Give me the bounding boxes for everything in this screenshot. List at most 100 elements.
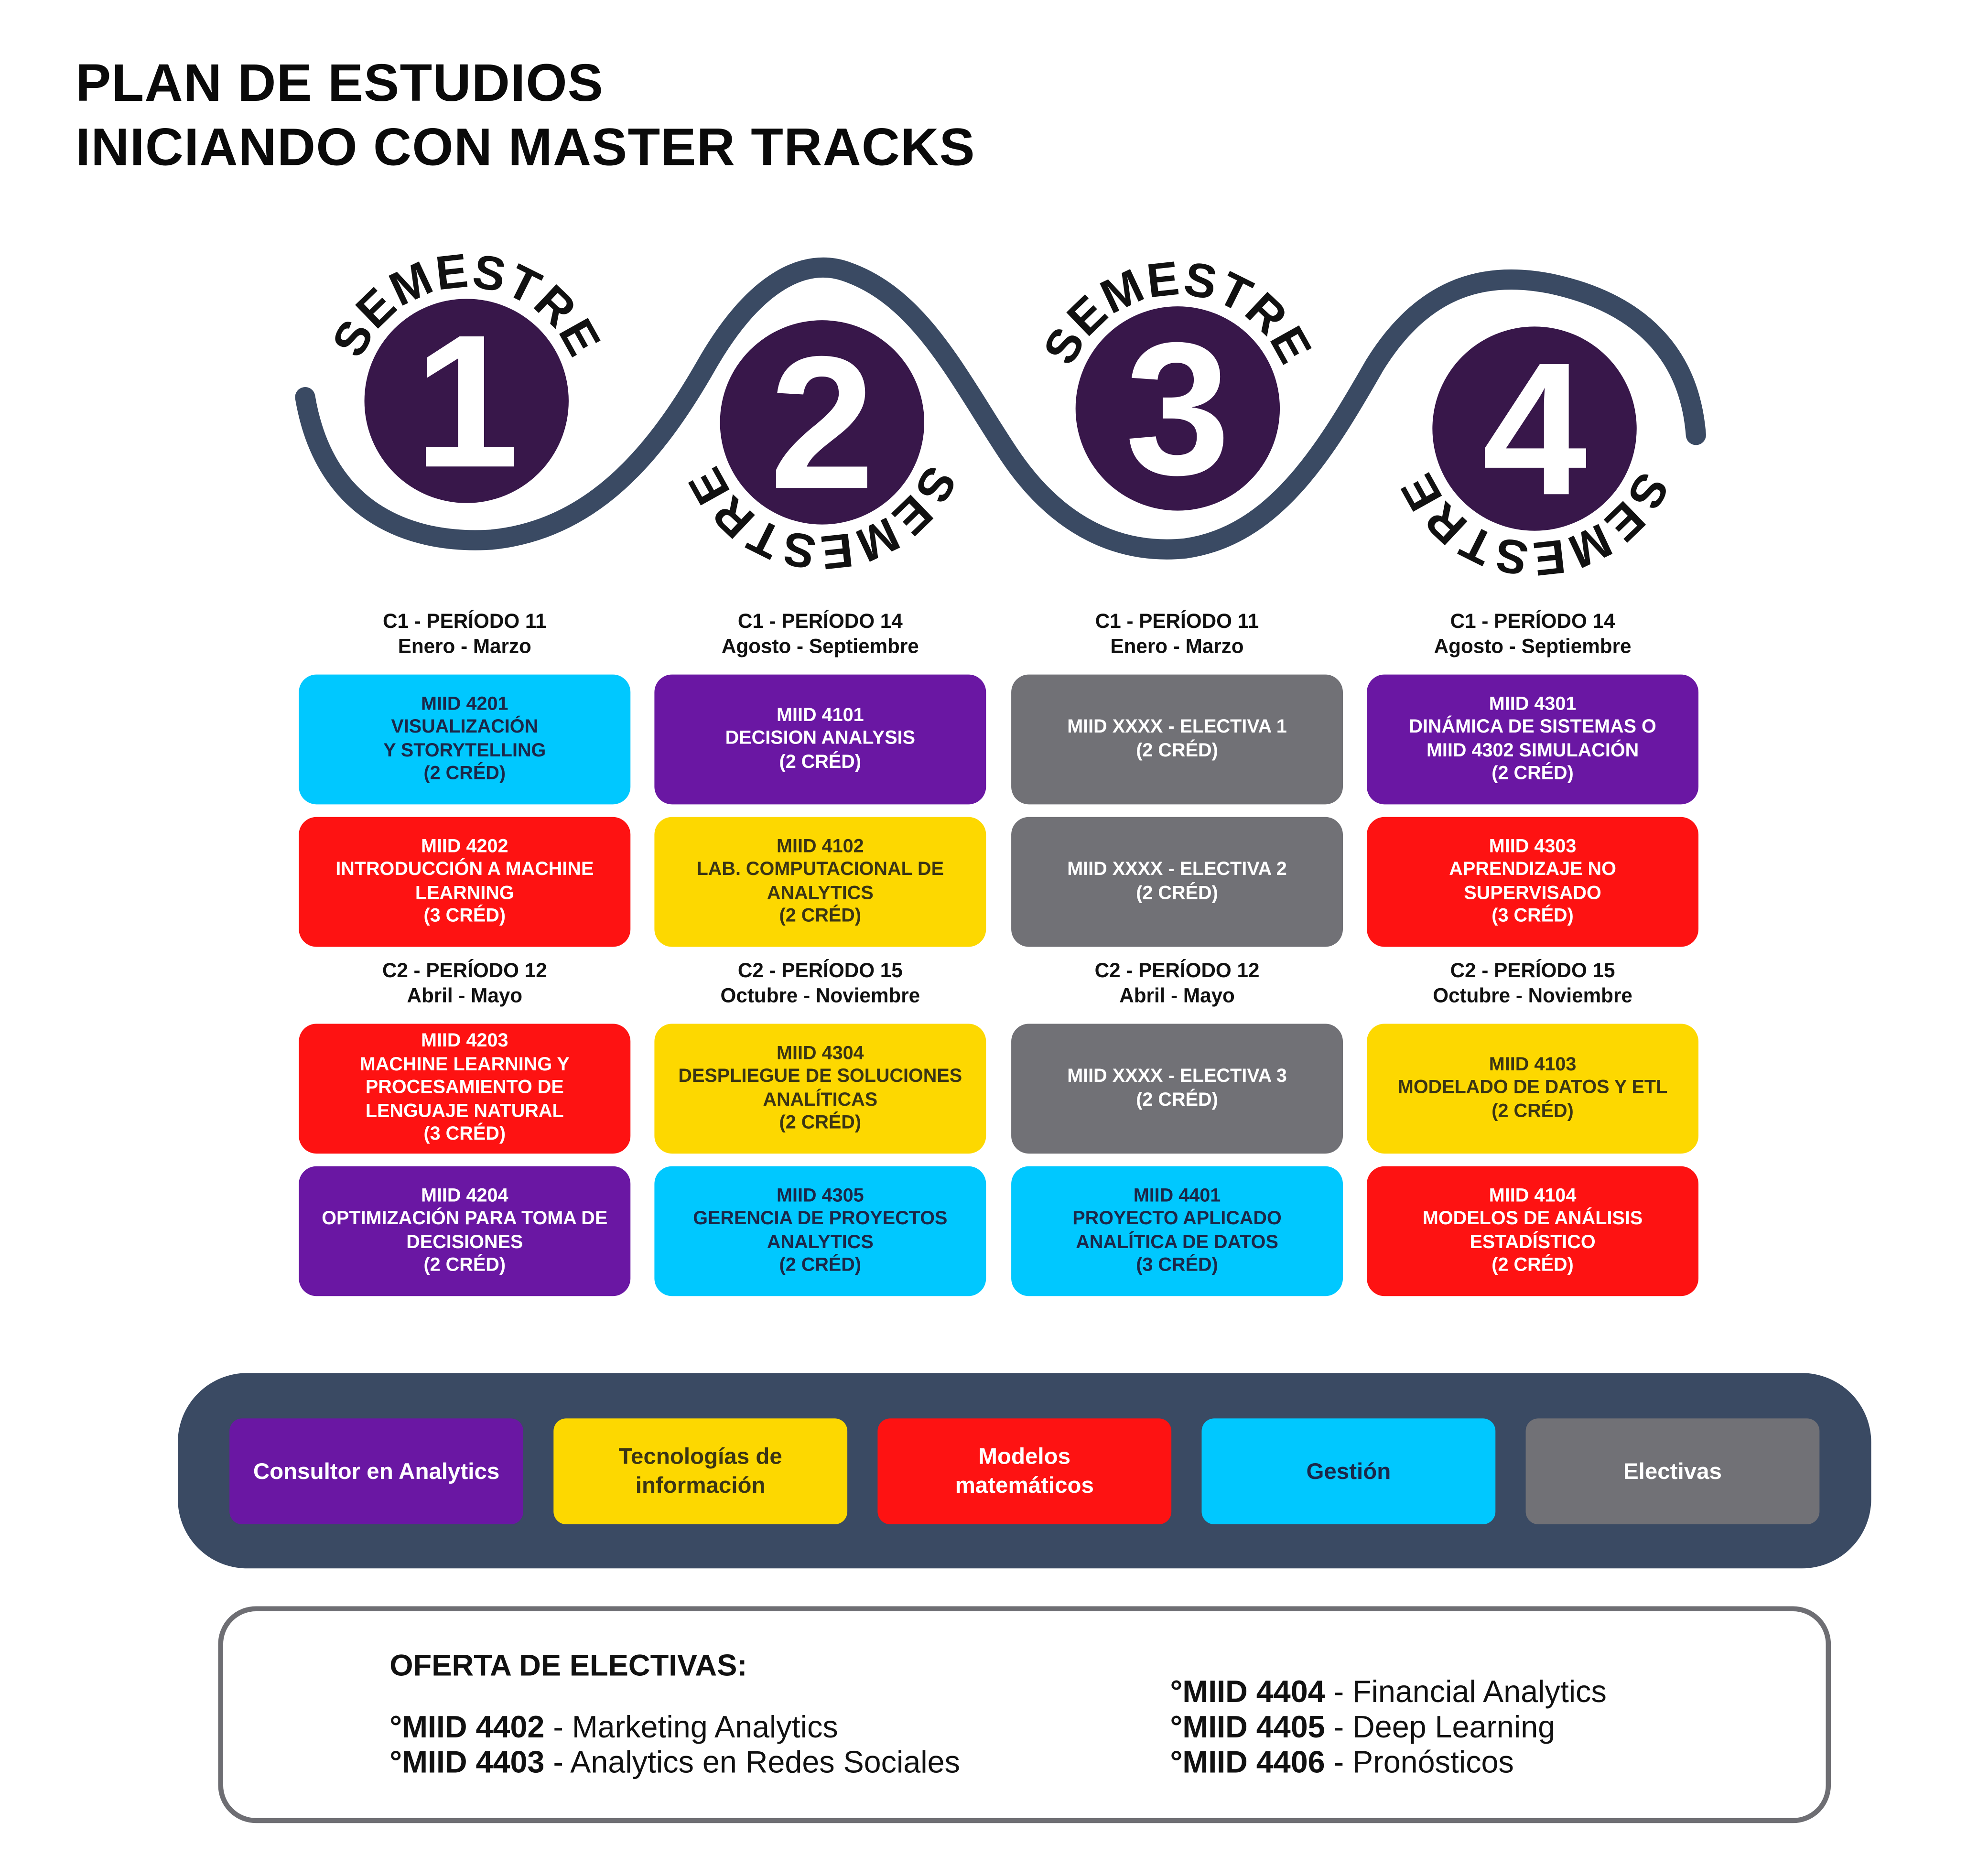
course-line: ESTADÍSTICO [1470, 1231, 1596, 1253]
course-line: (2 CRÉD) [779, 751, 862, 773]
period-label-c1: C1 - PERÍODO 11 Enero - Marzo [299, 610, 630, 661]
course-line: (3 CRÉD) [423, 905, 506, 927]
course-line: (2 CRÉD) [1491, 1254, 1574, 1276]
course-line: MODELOS DE ANÁLISIS [1422, 1208, 1643, 1229]
legend-item-gestion: Gestión [1201, 1418, 1496, 1524]
period-months: Enero - Marzo [398, 636, 531, 658]
course-card: MIID XXXX - ELECTIVA 3(2 CRÉD) [1011, 1024, 1343, 1154]
course-line: GERENCIA DE PROYECTOS [693, 1208, 948, 1229]
period-name: C1 - PERÍODO 11 [1095, 611, 1259, 633]
course-line: (2 CRÉD) [779, 1254, 862, 1276]
period-months: Agosto - Septiembre [721, 636, 919, 658]
course-line: (2 CRÉD) [1136, 1089, 1218, 1111]
course-code: MIID 4303 [1489, 835, 1577, 857]
course-card: MIID XXXX - ELECTIVA 2(2 CRÉD) [1011, 817, 1343, 947]
course-code: MIID 4201 [421, 692, 508, 714]
course-line: PROCESAMIENTO DE [365, 1077, 564, 1099]
course-line: VISUALIZACIÓN [391, 716, 539, 738]
elective-code: °MIID 4402 [389, 1711, 545, 1745]
period-months: Agosto - Septiembre [1434, 636, 1632, 658]
semester-number: 4 [1482, 323, 1589, 534]
course-line: DINÁMICA DE SISTEMAS O [1409, 716, 1656, 738]
course-code: MIID XXXX - ELECTIVA 1 [1067, 716, 1287, 738]
course-line: DECISION ANALYSIS [725, 728, 916, 749]
elective-name: - Marketing Analytics [544, 1711, 838, 1745]
elective-item: °MIID 4402 - Marketing Analytics [389, 1711, 838, 1746]
course-code: MIID 4104 [1489, 1184, 1577, 1206]
course-code: MIID 4401 [1133, 1184, 1221, 1206]
course-line: LENGUAJE NATURAL [365, 1100, 564, 1122]
period-name: C1 - PERÍODO 14 [737, 611, 903, 633]
semester-number: 1 [414, 295, 519, 507]
elective-name: - Analytics en Redes Sociales [544, 1746, 960, 1780]
course-line: SUPERVISADO [1464, 882, 1601, 904]
course-line: APRENDIZAJE NO [1449, 858, 1616, 880]
course-line: (3 CRÉD) [423, 1123, 506, 1145]
course-card: MIID XXXX - ELECTIVA 1(2 CRÉD) [1011, 674, 1343, 805]
elective-item: °MIID 4404 - Financial Analytics [1170, 1676, 1607, 1711]
course-code: MIID 4103 [1489, 1054, 1577, 1075]
course-code: MIID 4305 [777, 1184, 864, 1206]
elective-code: °MIID 4403 [389, 1746, 545, 1780]
legend-item-electiva: Electivas [1525, 1418, 1820, 1524]
semester-number: 2 [769, 317, 875, 528]
semester-circle [1075, 306, 1280, 511]
elective-name: - Financial Analytics [1325, 1675, 1607, 1710]
course-line: (2 CRÉD) [1136, 739, 1218, 761]
period-name: C2 - PERÍODO 12 [1094, 960, 1260, 982]
wave-line [295, 257, 1706, 560]
period-name: C1 - PERÍODO 11 [382, 611, 547, 633]
course-line: (2 CRÉD) [423, 1254, 506, 1276]
course-line: (2 CRÉD) [779, 1112, 862, 1134]
course-line: ANALÍTICAS [763, 1089, 878, 1111]
semester-circle [1432, 326, 1637, 531]
period-name: C2 - PERÍODO 15 [1450, 960, 1615, 982]
course-line: Y STORYTELLING [383, 739, 546, 761]
elective-code: °MIID 4406 [1170, 1746, 1325, 1780]
course-line: ANALYTICS [767, 882, 874, 904]
elective-item: °MIID 4406 - Pronósticos [1170, 1746, 1514, 1781]
period-months: Abril - Mayo [407, 986, 523, 1008]
title-line-1: PLAN DE ESTUDIOS [76, 53, 604, 112]
course-line: INTRODUCCIÓN A MACHINE [335, 858, 594, 880]
elective-name: - Pronósticos [1325, 1746, 1514, 1780]
course-code: MIID 4102 [777, 835, 864, 857]
course-line: (2 CRÉD) [1491, 1100, 1574, 1122]
course-line: MIID 4302 SIMULACIÓN [1426, 739, 1639, 761]
course-line: DECISIONES [406, 1231, 523, 1253]
elective-name: - Deep Learning [1325, 1711, 1556, 1745]
period-months: Enero - Marzo [1110, 636, 1244, 658]
course-code: MIID 4203 [421, 1030, 508, 1052]
course-line: (2 CRÉD) [423, 763, 506, 785]
course-code: MIID XXXX - ELECTIVA 2 [1067, 858, 1287, 880]
course-line: (3 CRÉD) [1491, 905, 1574, 927]
legend-item-modelos: Modelos matemáticos [877, 1418, 1172, 1524]
elective-code: °MIID 4405 [1170, 1711, 1325, 1745]
course-line: (2 CRÉD) [1136, 882, 1218, 904]
course-code: MIID 4101 [777, 704, 864, 726]
semester-circle [720, 320, 925, 525]
course-line: PROYECTO APLICADO [1072, 1208, 1282, 1229]
semester-circle [364, 299, 569, 503]
